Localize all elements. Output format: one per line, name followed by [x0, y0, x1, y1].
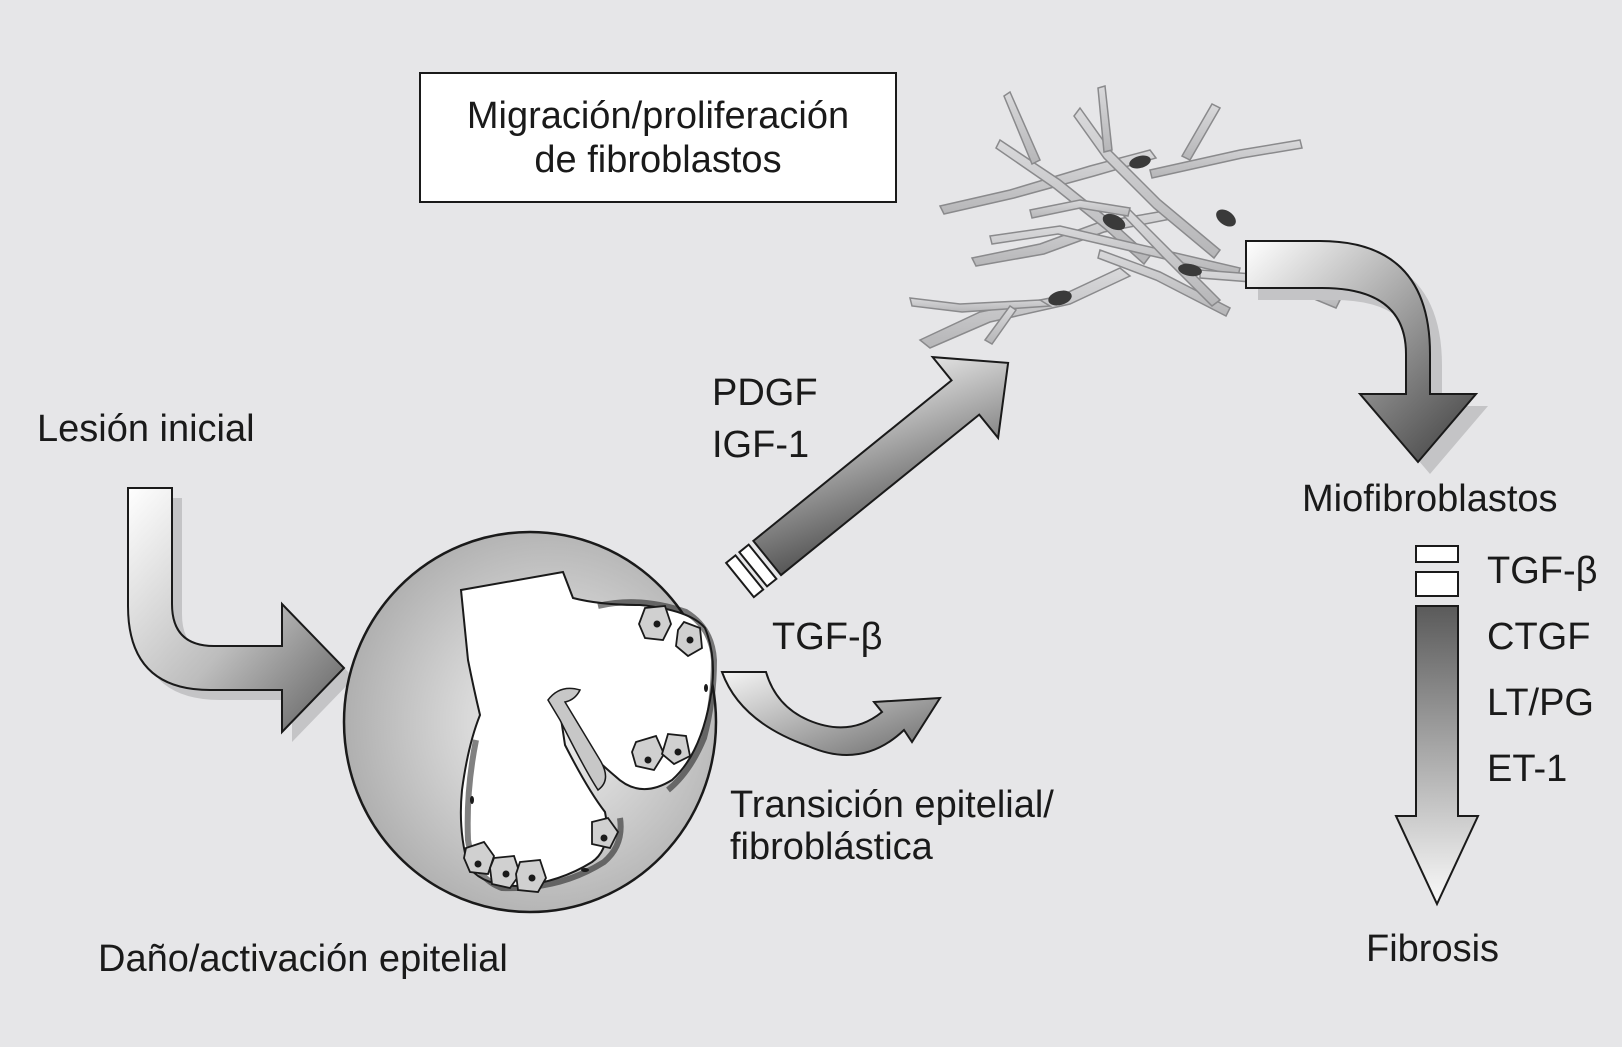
mediator-et1: ET-1	[1487, 748, 1568, 790]
pdgf-label: PDGF	[712, 372, 818, 414]
igf1-label: IGF-1	[712, 424, 810, 466]
tgfb-emt-label: TGF-β	[772, 616, 883, 658]
growth-factor-arrow	[724, 355, 1010, 599]
lesion-inicial-label: Lesión inicial	[37, 408, 255, 450]
mediator-lt-pg: LT/PG	[1487, 682, 1594, 724]
epithelial-tissue-circle	[342, 530, 718, 914]
emt-curved-arrow	[720, 671, 942, 756]
injury-arrow	[127, 487, 354, 742]
migration-box-line1: Migración/proliferación	[466, 95, 850, 137]
mediator-tgfb: TGF-β	[1487, 550, 1598, 592]
dano-activacion-label: Daño/activación epitelial	[98, 938, 508, 980]
transicion-label-line1: Transición epitelial/	[730, 784, 1054, 826]
migration-box-line2: de fibroblastos	[534, 139, 782, 181]
fibrosis-label: Fibrosis	[1366, 928, 1500, 970]
fibroblast-network	[909, 85, 1342, 349]
fibroblast-nuclei	[1048, 155, 1236, 306]
myofibroblast-arrow	[1245, 240, 1488, 474]
miofibroblastos-label: Miofibroblastos	[1302, 478, 1558, 520]
fibroblast-migration-box: Migración/proliferación de fibroblastos	[419, 72, 897, 203]
mediator-ctgf: CTGF	[1487, 616, 1591, 658]
fibrosis-arrow	[1394, 545, 1480, 907]
transicion-label-line2: fibroblástica	[730, 826, 933, 868]
